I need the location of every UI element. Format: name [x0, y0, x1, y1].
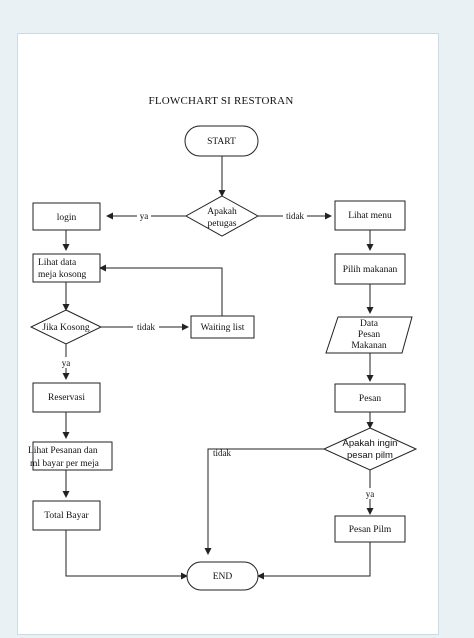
end-terminator: END: [186, 561, 259, 591]
edge-labels: ya tidak tidak ya tidak ya: [58, 210, 378, 499]
connectors: [62, 156, 374, 580]
edge-total-end: [65, 530, 188, 580]
start-terminator: START: [184, 125, 259, 157]
edge-label-tidak-lihat-menu: tidak: [286, 211, 304, 221]
jika-kosong-label: Jika Kosong: [42, 323, 89, 333]
edge-label-ya-pesan-pilm: ya: [366, 489, 375, 499]
process-login: login: [32, 202, 101, 231]
data-pesan-makanan-line2: Pesan: [358, 330, 380, 340]
page-title: FLOWCHART SI RESTORAN: [149, 95, 294, 107]
process-lihat-pesanan: Lihat Pesanan dan ml bayar per meja: [28, 441, 113, 471]
process-lihat-menu: Lihat menu: [334, 200, 406, 231]
decision-apakah-petugas-line1: Apakah: [207, 207, 237, 217]
lihat-pesanan-line1: Lihat Pesanan dan: [28, 446, 98, 456]
io-data-pesan-makanan: Data Pesan Makanan: [325, 316, 413, 354]
pesan-label: Pesan: [359, 394, 381, 404]
lihat-data-meja-line2: meja kosong: [38, 270, 87, 280]
total-bayar-label: Total Bayar: [44, 511, 89, 521]
process-lihat-data-meja: Lihat data meja kosong: [32, 253, 101, 283]
edge-waiting-loop: [99, 264, 223, 316]
edge-label-tidak-end: tidak: [213, 448, 231, 458]
edge-label-ya-login: ya: [140, 211, 149, 221]
process-reservasi: Reservasi: [32, 382, 101, 413]
process-total-bayar: Total Bayar: [32, 500, 101, 531]
decision-apakah-petugas: Apakah petugas: [184, 195, 260, 237]
edge-pesan-pilm-end: [257, 542, 371, 580]
start-label: START: [207, 137, 236, 147]
decision-apakah-petugas-line2: petugas: [207, 219, 236, 229]
lihat-data-meja-line1: Lihat data: [38, 258, 77, 268]
edge-label-ya-reservasi: ya: [62, 358, 71, 368]
pesan-pilm-label: Pesan Pilm: [349, 525, 392, 535]
end-label: END: [213, 572, 233, 582]
process-pilih-makanan: Pilih makanan: [334, 253, 406, 285]
process-waiting-list: Waiting list: [190, 315, 255, 339]
waiting-list-label: Waiting list: [201, 323, 245, 333]
edge-tidak-end: [204, 448, 325, 555]
pilih-makanan-label: Pilih makanan: [343, 265, 398, 275]
process-pesan-pilm: Pesan Pilm: [334, 515, 406, 543]
data-pesan-makanan-line1: Data: [360, 319, 379, 329]
decision-jika-kosong: Jika Kosong: [29, 309, 103, 345]
process-pesan: Pesan: [334, 383, 406, 413]
login-label: login: [57, 213, 77, 223]
data-pesan-makanan-line3: Makanan: [351, 341, 387, 351]
decision-pilm-line2: pesan pilm: [347, 450, 393, 461]
decision-apakah-ingin-pesan-pilm: Apakah ingin pesan pilm: [322, 427, 418, 471]
reservasi-label: Reservasi: [48, 393, 85, 403]
decision-pilm-line1: Apakah ingin: [343, 438, 398, 449]
lihat-menu-label: Lihat menu: [348, 211, 392, 221]
lihat-pesanan-line2: ml bayar per meja: [30, 459, 100, 469]
edge-label-tidak-waiting: tidak: [137, 322, 155, 332]
